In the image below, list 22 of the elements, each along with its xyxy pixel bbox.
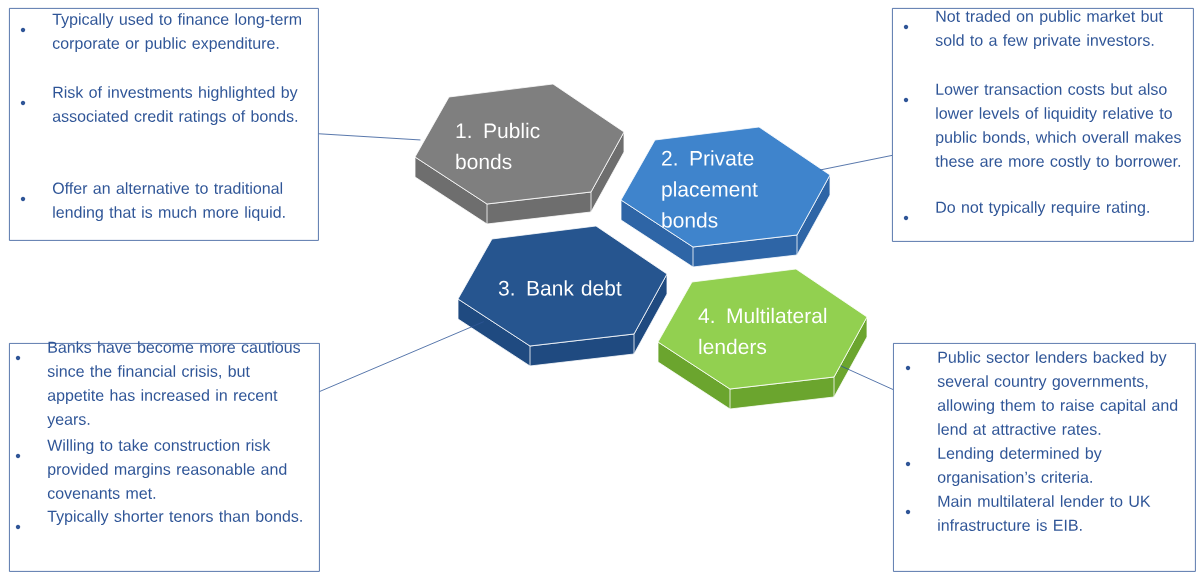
connector-line <box>819 155 893 171</box>
bullet-text: Risk of investments highlighted by associated credit ratings of bonds. <box>52 86 298 126</box>
bullet-text: Banks have become more cautious since the financial crisis, but appetite has increased in recent years. <box>47 341 301 429</box>
hexagon: 4. Multilateral lenders <box>657 268 868 410</box>
hexagon: 1. Public bonds <box>414 83 625 225</box>
connector-line <box>318 133 421 141</box>
bullet-text: Lower transaction costs but also lower levels of liquidity relative to public bonds, which overall makes these are more costly to borrower. <box>935 83 1181 171</box>
bullet-text: Typically shorter tenors than bonds. <box>47 510 302 526</box>
bullet-text: Offer an alternative to traditional lending that is much more liquid. <box>52 182 285 222</box>
bullet-text: Main multilateral lender to UK infrastructure is EIB. <box>938 495 1151 531</box>
bullet-text: Do not typically require rating. <box>936 201 1149 217</box>
text-box <box>893 343 1196 572</box>
bullet-text: Public sector lenders backed by several country governments, allowing them to raise capital and lend at attractive rates. <box>937 351 1178 435</box>
text-box <box>892 8 1194 242</box>
bullet-text: Not traded on public market but sold to a few private investors. <box>935 10 1163 50</box>
bullet-text: Willing to take construction risk provided margins reasonable and covenants met. <box>47 439 287 499</box>
bullet-text: Typically used to finance long-term corporate or public expenditure. <box>52 13 301 53</box>
text-box <box>9 341 320 572</box>
text-box <box>9 8 319 241</box>
bullet-text: Lending determined by organisation’s criteria. <box>937 447 1102 487</box>
connector-line <box>840 365 894 390</box>
hexagon: 2. Private placement bonds <box>620 126 831 268</box>
